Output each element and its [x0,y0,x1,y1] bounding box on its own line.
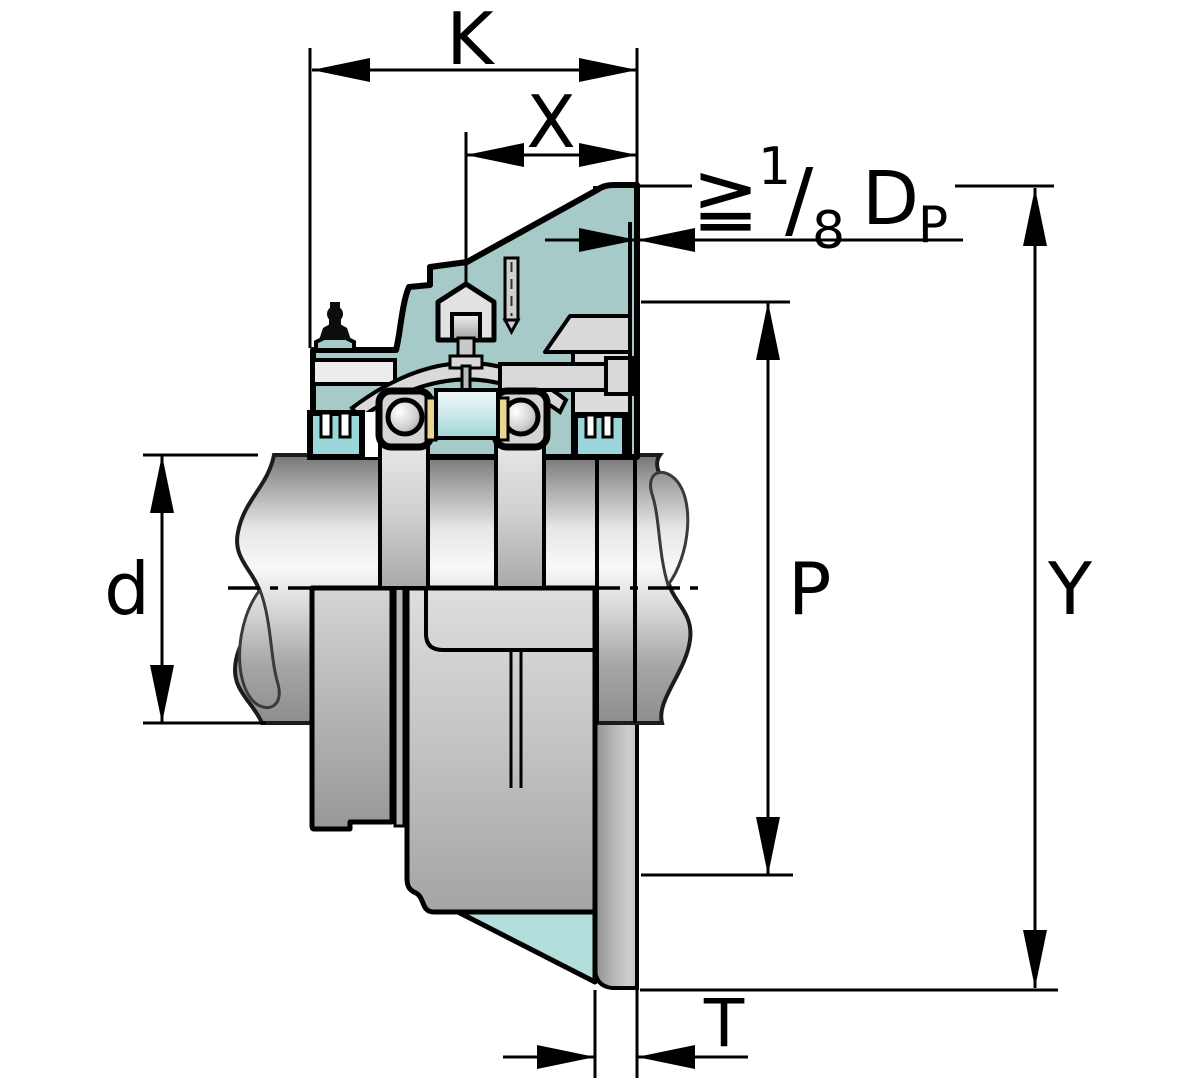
locating-bar [498,362,614,392]
seal-tooth [338,411,352,439]
t-arrow-right [537,1045,595,1069]
sleeve-washer [393,586,406,828]
grease-fitting-base [319,324,351,340]
note-numerator: 1 [758,137,791,197]
d-arrow-up [150,455,174,513]
p-arrow-down [756,817,780,875]
grease-fitting-neck [329,318,341,328]
housing-foot-section [455,909,598,985]
k-arrow-right [579,58,637,82]
cap-bolt-head [450,312,482,342]
shaft-break-left [238,586,281,709]
x-label: X [526,80,575,164]
p-label: P [788,547,831,631]
grease-fitting-ball [327,306,343,322]
note-subscript: P [918,196,948,254]
roller-end-left [385,397,425,437]
seal-carrier-left [311,358,397,386]
seal-tooth [601,413,614,439]
inner-ring-leg-left [378,443,430,590]
dowel-pin-tip [502,318,521,336]
dimension-p [641,300,793,877]
note-symbol: D [862,156,919,242]
d-arrow-down [150,665,174,723]
seal-gap [364,412,378,457]
dimension-k [308,48,639,348]
housing-body-lower [404,585,598,915]
wall-thickness-note: ≧ 1 / 8 D P [545,137,963,261]
d-label: d [104,547,150,631]
note-slash: / [785,150,814,248]
note-arrowhead-left [637,228,695,252]
k-label: K [446,0,495,81]
seal-body-left [307,410,365,460]
labyrinth-seal-right [572,412,628,460]
adapter-sleeve-nut [309,585,395,832]
dimension-y [640,184,1058,992]
labyrinth-seal-left [307,410,365,460]
seal-tooth [584,413,597,439]
y-arrow-down [1023,930,1047,988]
housing-bore-line [424,590,593,652]
seal-tooth [319,411,333,439]
x-arrow-right [579,143,637,167]
dimension-x [464,132,637,286]
dimension-t [503,990,748,1078]
grease-fitting [314,302,356,352]
k-arrow-left [312,58,370,82]
shaft-break-right [649,471,690,589]
note-arrowhead-right [579,228,637,252]
t-label: T [703,985,745,1062]
inner-sleeve [434,388,500,440]
dimension-d [143,453,266,725]
y-arrow-up [1023,188,1047,246]
note-denominator: 8 [812,201,845,261]
inner-ring-leg-right [494,443,546,590]
t-arrow-left [637,1045,695,1069]
seal-body-right [572,412,628,460]
x-arrow-left [466,143,524,167]
grease-fitting-nub [330,302,340,309]
note-geq: ≧ [692,150,759,243]
p-arrow-up [756,302,780,360]
y-label: Y [1047,547,1093,631]
